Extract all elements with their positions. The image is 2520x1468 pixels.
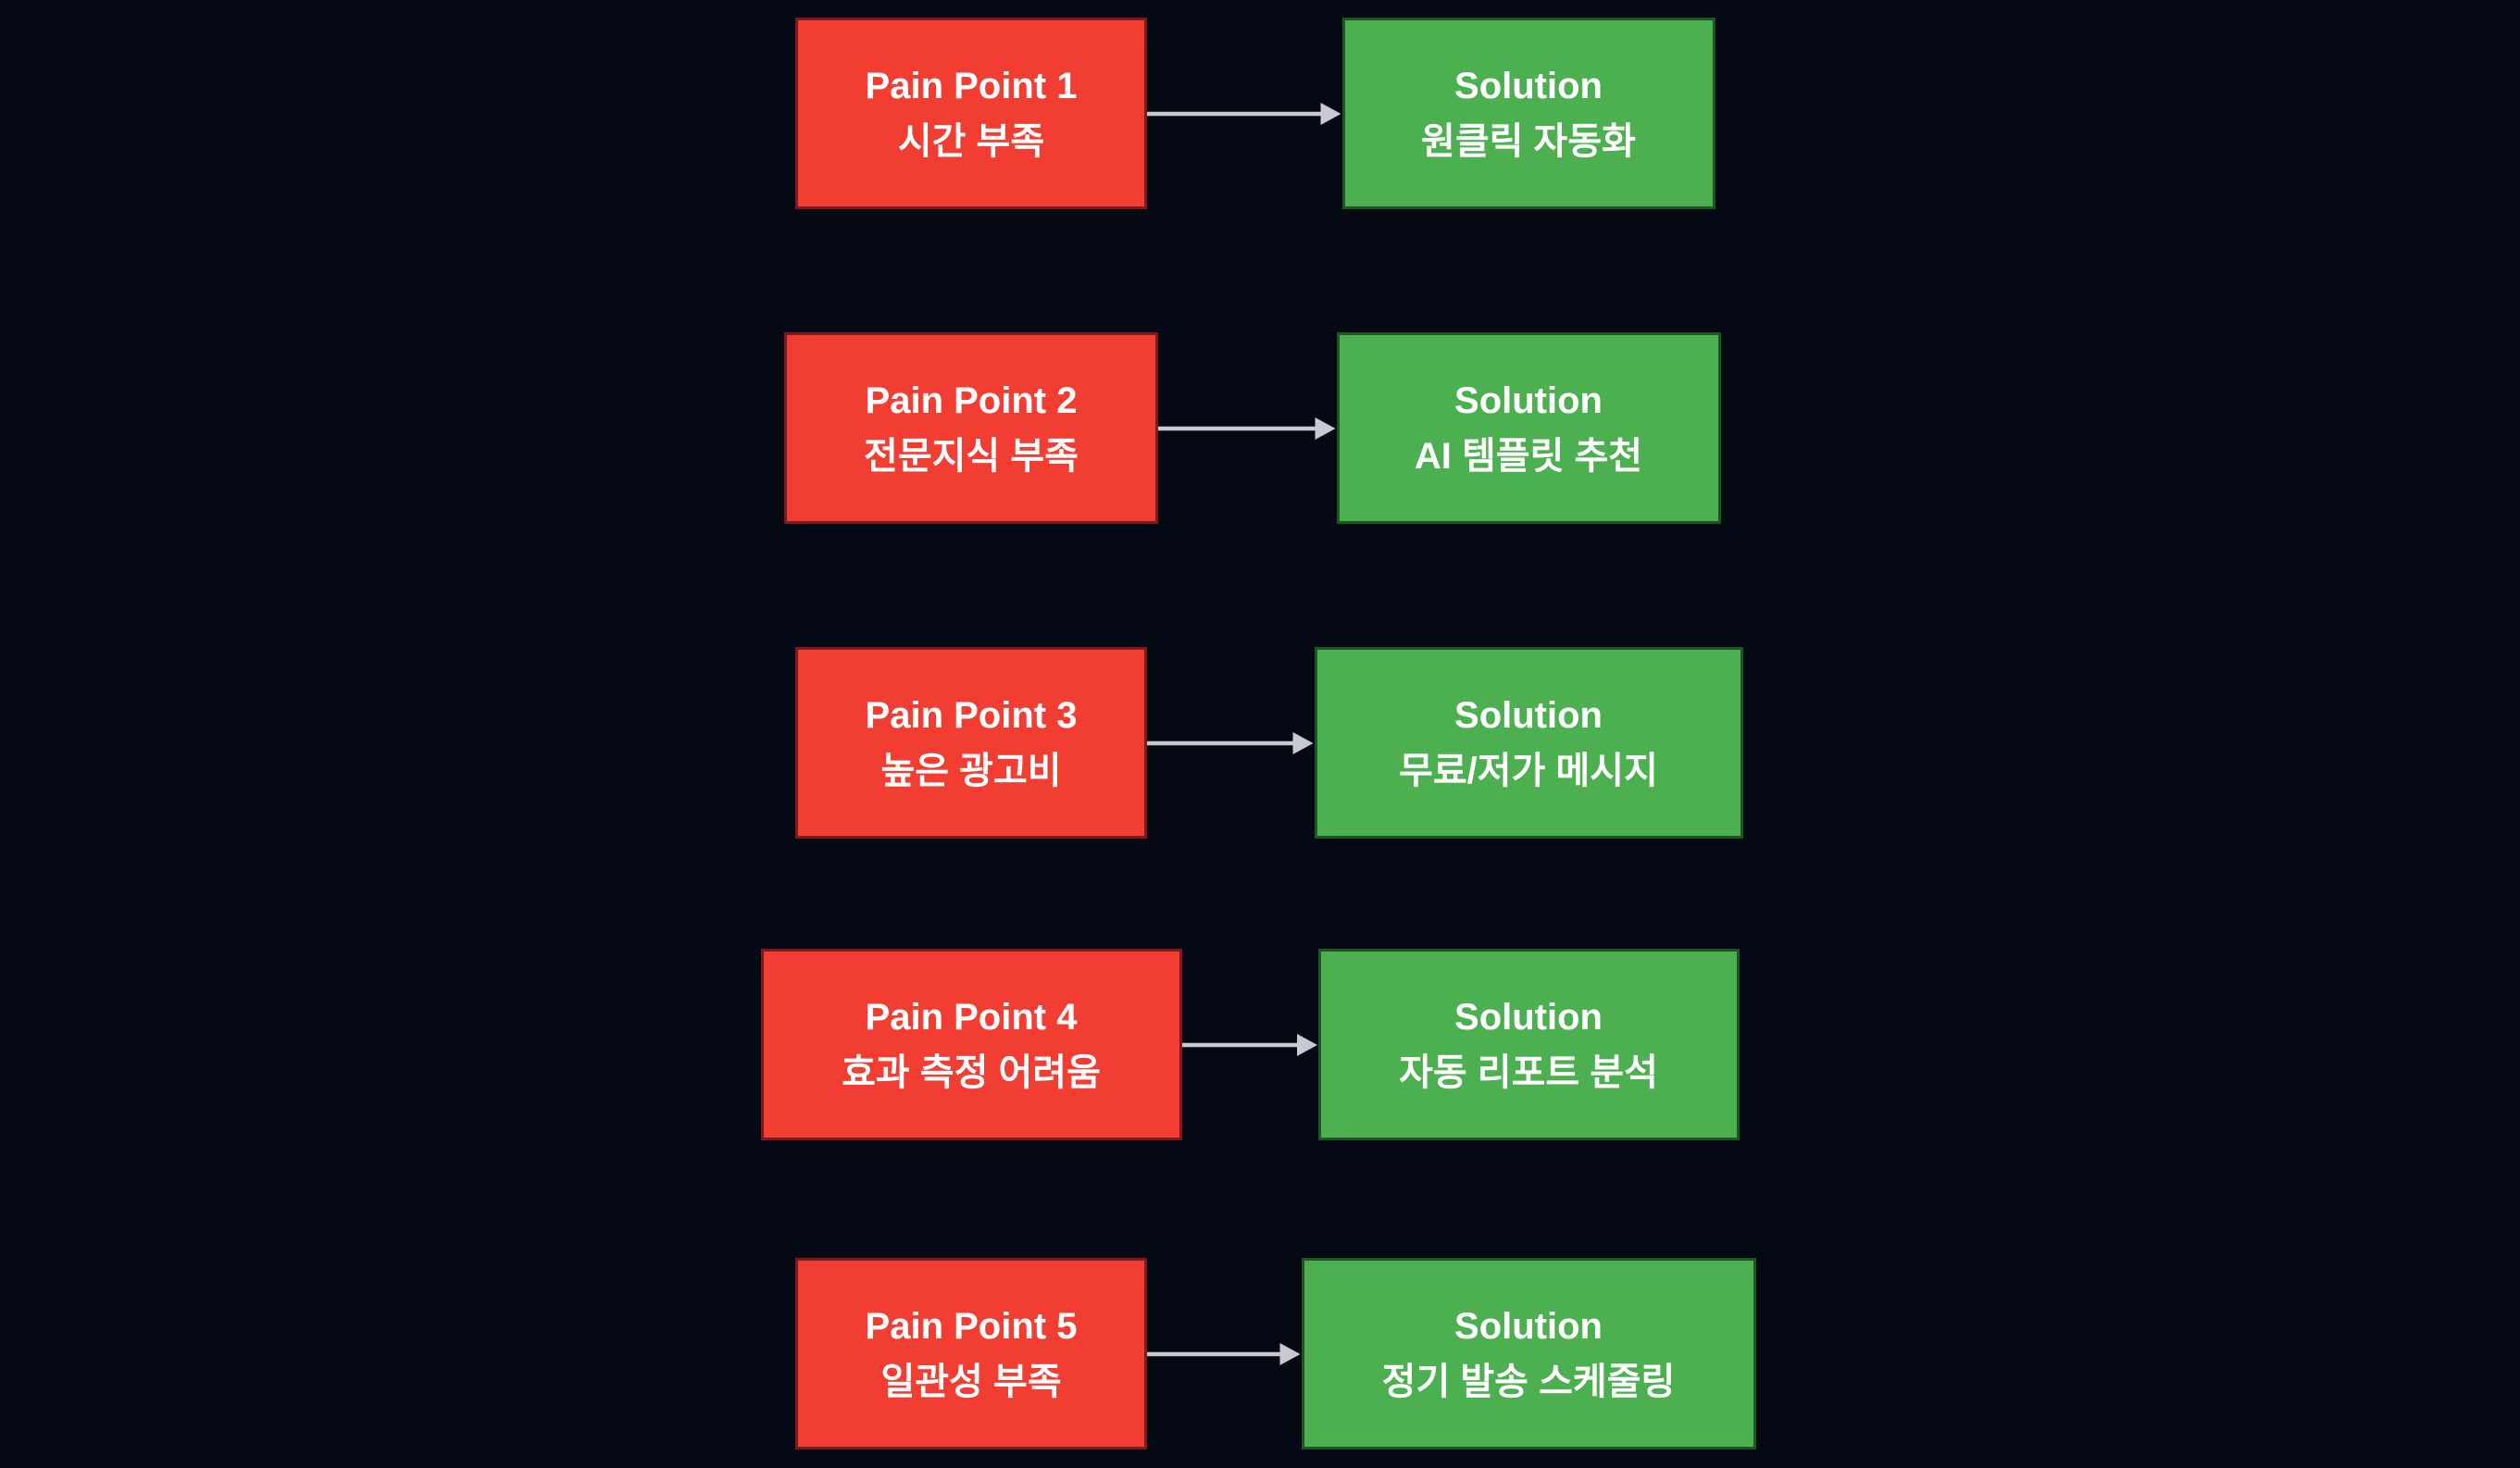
pain-point-box: Pain Point 1 시간 부족 [795,18,1147,209]
solution-box: Solution 무료/저가 메시지 [1314,647,1743,839]
pain-point-box: Pain Point 3 높은 광고비 [795,647,1147,839]
solution-description: 무료/저가 메시지 [1399,750,1658,791]
solution-description: AI 템플릿 추천 [1414,435,1643,477]
solution-title: Solution [1454,996,1603,1038]
solution-box: Solution 자동 리포트 분석 [1317,949,1740,1140]
pain-point-box: Pain Point 2 전문지식 부족 [784,332,1158,524]
pain-point-title: Pain Point 2 [865,379,1078,421]
arrow-icon [1181,1033,1317,1056]
pain-point-title: Pain Point 1 [865,65,1078,106]
solution-description: 자동 리포트 분석 [1399,1051,1658,1093]
arrow-icon [1147,1342,1301,1365]
pain-point-description: 전문지식 부족 [864,435,1079,477]
pain-point-title: Pain Point 4 [865,996,1078,1038]
pain-point-box: Pain Point 5 일관성 부족 [795,1258,1147,1449]
pain-point-description: 시간 부족 [897,120,1045,162]
pain-point-description: 높은 광고비 [880,750,1062,791]
solution-title: Solution [1454,65,1603,106]
solution-title: Solution [1454,379,1603,421]
solution-box: Solution 정기 발송 스케줄링 [1301,1258,1756,1449]
arrow-icon [1147,102,1341,125]
arrow-icon [1147,731,1314,754]
arrow-icon [1158,417,1336,440]
pain-point-description: 일관성 부족 [880,1361,1062,1402]
pain-point-description: 효과 측정 어려움 [842,1051,1101,1093]
solution-title: Solution [1454,694,1603,736]
solution-description: 정기 발송 스케줄링 [1381,1361,1676,1402]
pain-point-box: Pain Point 4 효과 측정 어려움 [760,949,1182,1140]
pain-point-title: Pain Point 5 [865,1305,1078,1347]
solution-description: 원클릭 자동화 [1421,120,1636,162]
pain-point-title: Pain Point 3 [865,694,1078,736]
solution-box: Solution 원클릭 자동화 [1341,18,1715,209]
solution-box: Solution AI 템플릿 추천 [1336,332,1721,524]
solution-title: Solution [1454,1305,1603,1347]
